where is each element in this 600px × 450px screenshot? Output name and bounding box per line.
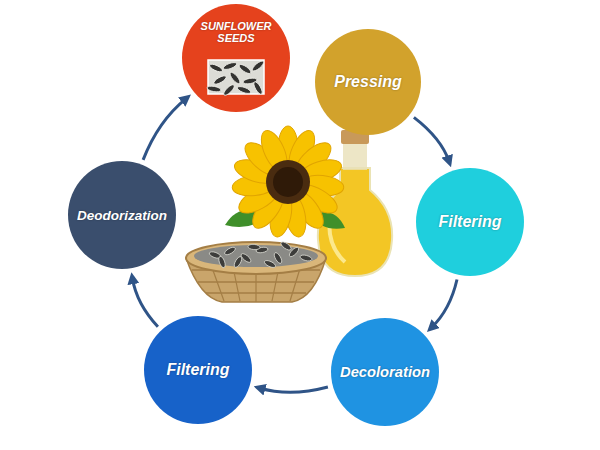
step-label: Decoloration [340, 364, 430, 380]
sunflower [231, 126, 344, 239]
step-label: Filtering [438, 213, 501, 231]
process-circle: Filtering [416, 168, 524, 276]
process-circle: Pressing [315, 29, 421, 135]
step-label: Filtering [166, 361, 229, 379]
flow-arrow [414, 117, 449, 161]
process-circle: Deodorization [68, 161, 176, 269]
step-label: SUNFLOWER SEEDS [194, 20, 278, 44]
flow-arrow [431, 280, 457, 328]
flow-arrow [259, 387, 328, 392]
step-label: Deodorization [77, 208, 167, 223]
flow-arrow [143, 98, 186, 160]
step-label: Pressing [334, 73, 402, 91]
process-circle: Decoloration [331, 318, 439, 426]
process-circle: SUNFLOWER SEEDS [182, 4, 290, 112]
flow-arrow [132, 278, 158, 327]
process-circle: Filtering [144, 316, 252, 424]
seed-basket [186, 240, 326, 302]
